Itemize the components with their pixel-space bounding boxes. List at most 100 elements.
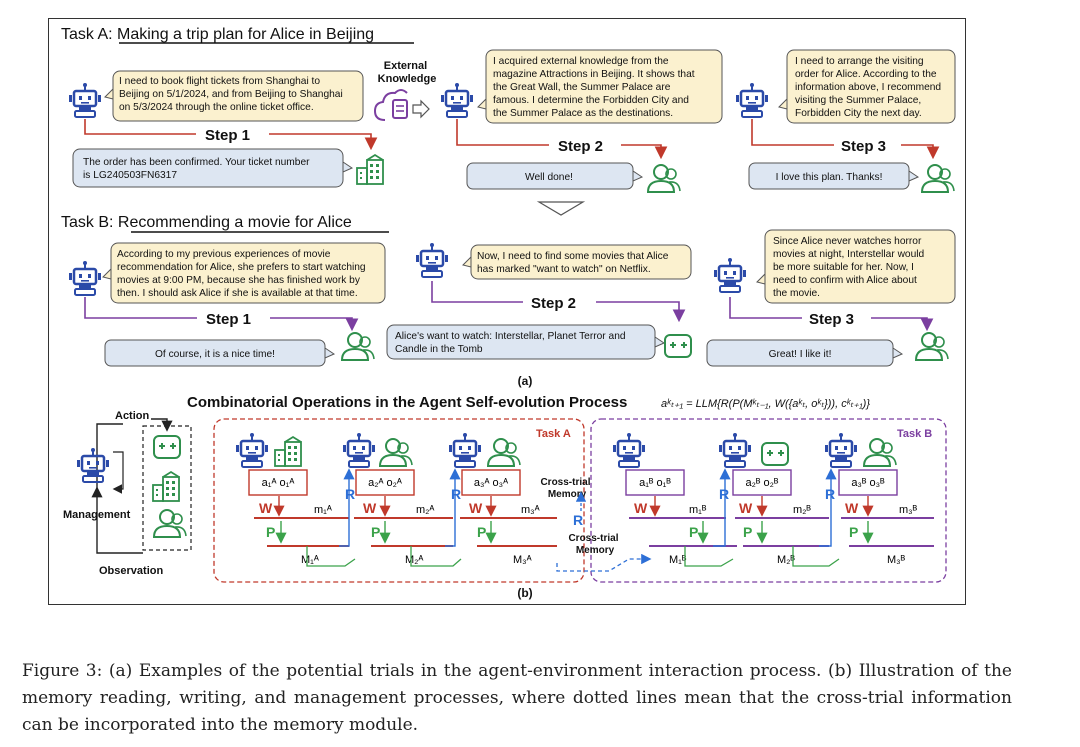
task-b-step2-label: Step 2 — [531, 295, 576, 312]
figure-panel: Task A: Making a trip plan for Alice in … — [48, 18, 966, 605]
arrow-right-icon — [412, 99, 430, 119]
step-arrow — [751, 119, 834, 146]
action-observation-pair: a₂ᴮ o₂ᴮ — [746, 477, 779, 489]
read-arrow — [339, 468, 355, 547]
subfigure-a-label: (a) — [518, 374, 533, 388]
cross-trial-memory-label-2: Cross-trial Memory — [568, 532, 621, 556]
observation-label: Observation — [99, 565, 163, 577]
robot-icon — [341, 431, 377, 469]
task-b-step3-env-text: Great! I like it! — [769, 349, 832, 360]
action-observation-pair: a₁ᴮ o₁ᴮ — [639, 477, 671, 489]
bubble-tail — [102, 267, 112, 280]
bubble-tail — [892, 347, 904, 359]
gamepad-icon — [761, 442, 789, 466]
memory-small: m₃ᴬ — [521, 504, 540, 516]
read-arrow — [445, 468, 461, 547]
write-op: W — [363, 500, 377, 516]
task-b-trial-3: a₃ᴮ o₃ᴮ W m₃ᴮ P M₃ᴮ R — [819, 431, 934, 566]
memory-small: m₁ᴮ — [689, 504, 707, 516]
action-observation-pair: a₃ᴬ o₃ᴬ — [474, 477, 508, 489]
task-b-step3-agent-text: Since Alice never watches horror movies … — [773, 236, 927, 299]
process-link — [410, 546, 462, 567]
bubble-tail — [778, 97, 788, 110]
task-a-step1-agent-text: I need to book flight tickets from Shang… — [119, 76, 346, 113]
memory-big: M₃ᴮ — [887, 554, 906, 566]
building-icon — [152, 471, 180, 502]
robot-icon — [234, 431, 270, 469]
process-op: P — [689, 524, 698, 540]
person-icon — [647, 164, 681, 193]
action-observation-box — [355, 469, 415, 496]
management-loop — [112, 451, 124, 494]
task-b-region — [590, 418, 947, 583]
robot-icon — [611, 431, 647, 469]
robot-icon — [75, 446, 111, 484]
write-op: W — [845, 500, 859, 516]
task-a-step3-label: Step 3 — [841, 138, 886, 155]
task-a-step3-env-text: I love this plan. Thanks! — [776, 172, 883, 183]
task-a-trial-3: a₃ᴬ o₃ᴬ W m₃ᴬ P M₃ᴬ R — [445, 431, 557, 566]
action-observation-box — [625, 469, 685, 496]
task-b-trial-2: a₂ᴮ o₂ᴮ W m₂ᴮ P M₂ᴮ R — [713, 431, 829, 566]
process-op: P — [849, 524, 858, 540]
task-b-step2-agent-text: Now, I need to find some movies that Ali… — [477, 251, 671, 275]
step-arrow — [621, 144, 668, 160]
gamepad-icon — [153, 435, 181, 459]
step-arrow — [729, 297, 802, 319]
action-observation-box — [248, 469, 308, 496]
step-arrow — [596, 301, 686, 323]
task-a-title: Task A: Making a trip plan for Alice in … — [61, 26, 374, 43]
robot-icon — [823, 431, 859, 469]
step-arrow — [84, 119, 196, 135]
task-a-region — [213, 418, 585, 583]
cloud-database-icon — [373, 89, 408, 121]
memory-small: m₁ᴬ — [314, 504, 332, 516]
step-arrow — [269, 133, 378, 151]
person-icon — [379, 438, 413, 467]
subfigure-b-label: (b) — [517, 586, 532, 600]
task-a-step2-agent-bubble — [485, 49, 723, 124]
task-b-step3-label: Step 3 — [809, 311, 854, 328]
bubble-tail — [632, 170, 644, 182]
robot-icon — [67, 259, 103, 297]
task-a-step3-agent-bubble — [786, 49, 956, 124]
process-link — [684, 546, 734, 567]
person-icon — [863, 438, 897, 467]
write-op: W — [634, 500, 648, 516]
write-op: W — [739, 500, 753, 516]
task-b-step3-agent-bubble — [764, 229, 956, 304]
task-b-label: Task B — [897, 428, 932, 440]
formula: aᵏₜ₊₁ = LLM{R(P(Mᵏₜ₋₁, W({aᵏₜ, oᵏₜ})), c… — [661, 398, 870, 410]
robot-icon — [447, 431, 483, 469]
read-op: R — [345, 486, 355, 502]
task-a-step2-env-text: Well done! — [525, 172, 573, 183]
memory-small: m₂ᴬ — [416, 504, 434, 516]
write-op: W — [259, 500, 273, 516]
building-icon — [356, 154, 384, 185]
bubble-tail — [756, 272, 766, 285]
bubble-tail — [908, 170, 920, 182]
step-arrow — [84, 297, 197, 319]
memory-big: M₁ᴬ — [301, 554, 319, 566]
person-icon — [915, 332, 949, 361]
action-observation-pair: a₃ᴮ o₃ᴮ — [851, 477, 885, 489]
robot-icon — [734, 81, 770, 119]
bubble-tail — [477, 97, 487, 110]
task-b-title: Task B: Recommending a movie for Alice — [61, 214, 352, 231]
task-b-step1-label: Step 1 — [206, 311, 251, 328]
action-arrow — [151, 418, 173, 432]
step-arrow — [871, 317, 934, 332]
action-observation-pair: a₂ᴬ o₂ᴬ — [368, 477, 402, 489]
write-op: W — [469, 500, 483, 516]
read-op: R — [451, 486, 461, 502]
person-icon — [341, 332, 375, 361]
external-knowledge-label: External Knowledge — [378, 60, 437, 85]
bubble-tail — [462, 255, 472, 268]
action-observation-box — [732, 469, 792, 496]
robot-icon — [67, 81, 103, 119]
process-op: P — [477, 524, 486, 540]
process-op: P — [266, 524, 275, 540]
task-b-step2-env-text: Alice's want to watch: Interstellar, Pla… — [395, 331, 628, 355]
read-op: R — [719, 486, 729, 502]
robot-icon — [712, 256, 748, 294]
